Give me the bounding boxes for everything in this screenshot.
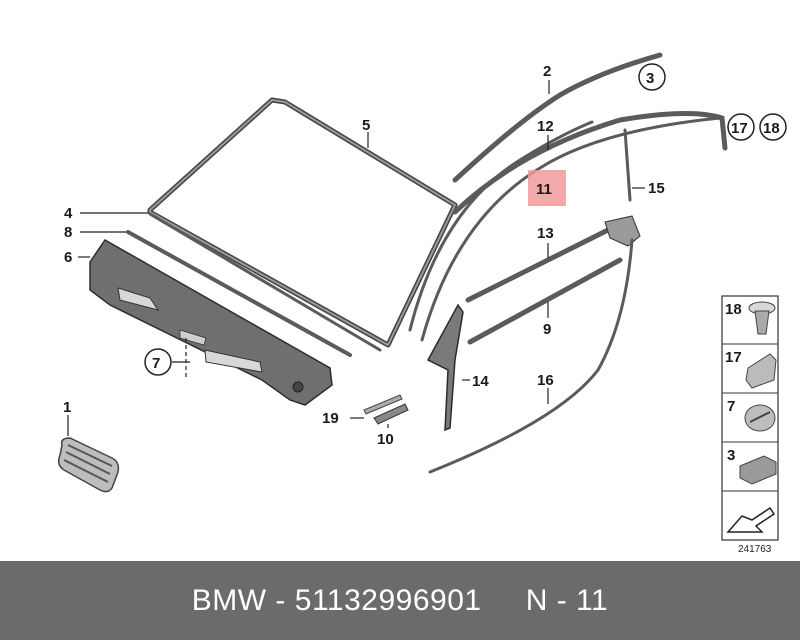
callout-16: 16 <box>537 372 554 389</box>
legend-number-18: 18 <box>725 301 742 318</box>
legend-number-17: 17 <box>725 349 742 366</box>
leader-lines <box>67 80 645 436</box>
highlight-box-11 <box>528 170 566 206</box>
callout-14: 14 <box>472 373 489 390</box>
parts-legend: 18 17 7 3 <box>721 295 779 541</box>
strip-8-part <box>126 230 352 357</box>
seal-15-part <box>623 128 632 202</box>
callout-12: 12 <box>537 118 554 135</box>
push-clip-icon <box>748 301 776 335</box>
callouts: 1 2 3 4 5 6 7 8 9 10 11 12 13 14 15 16 1… <box>63 63 787 448</box>
bracket-clip-icon <box>745 353 777 389</box>
drip-moulding-part <box>452 110 728 215</box>
footer-part-number: BMW - 51132996901 N - 11 <box>191 584 609 617</box>
callout-3: 3 <box>646 70 654 87</box>
callout-8: 8 <box>64 224 72 241</box>
kidney-grille-part <box>57 437 120 493</box>
clip-block-icon <box>739 455 777 485</box>
callout-17: 17 <box>731 120 748 137</box>
callout-2: 2 <box>543 63 551 80</box>
cowl-panel-part <box>89 239 333 406</box>
round-plug-icon <box>744 404 776 432</box>
door-seal-16-part <box>428 238 634 474</box>
window-channel-13-part <box>465 215 641 303</box>
parts-diagram: 1 2 3 4 5 6 7 8 9 10 11 12 13 14 15 16 1… <box>57 52 787 555</box>
strip-4-part <box>148 212 382 352</box>
bracket-19-part <box>363 394 403 415</box>
callout-9: 9 <box>543 321 551 338</box>
callout-7: 7 <box>152 355 160 372</box>
roof-strip-2-part <box>452 52 663 183</box>
diagram-number: 241763 <box>738 544 772 555</box>
callout-4: 4 <box>64 205 73 222</box>
mirror-triangle-14-part <box>426 303 464 432</box>
arrow-icon <box>726 506 776 533</box>
callout-13: 13 <box>537 225 554 242</box>
windscreen-part <box>147 97 458 348</box>
callout-11: 11 <box>536 181 552 198</box>
bracket-10-part <box>373 403 409 425</box>
callout-1: 1 <box>63 399 71 416</box>
a-pillar-11-part <box>420 116 722 342</box>
callout-15: 15 <box>648 180 665 197</box>
waist-strip-9-part <box>467 257 623 345</box>
callout-18: 18 <box>763 120 780 137</box>
footer-bar: BMW - 51132996901 N - 11 <box>0 561 800 640</box>
callout-19: 19 <box>322 410 339 427</box>
legend-number-3: 3 <box>727 447 735 464</box>
callout-10: 10 <box>377 431 394 448</box>
legend-number-7: 7 <box>727 398 735 415</box>
callout-5: 5 <box>362 117 370 134</box>
callout-6: 6 <box>64 249 72 266</box>
